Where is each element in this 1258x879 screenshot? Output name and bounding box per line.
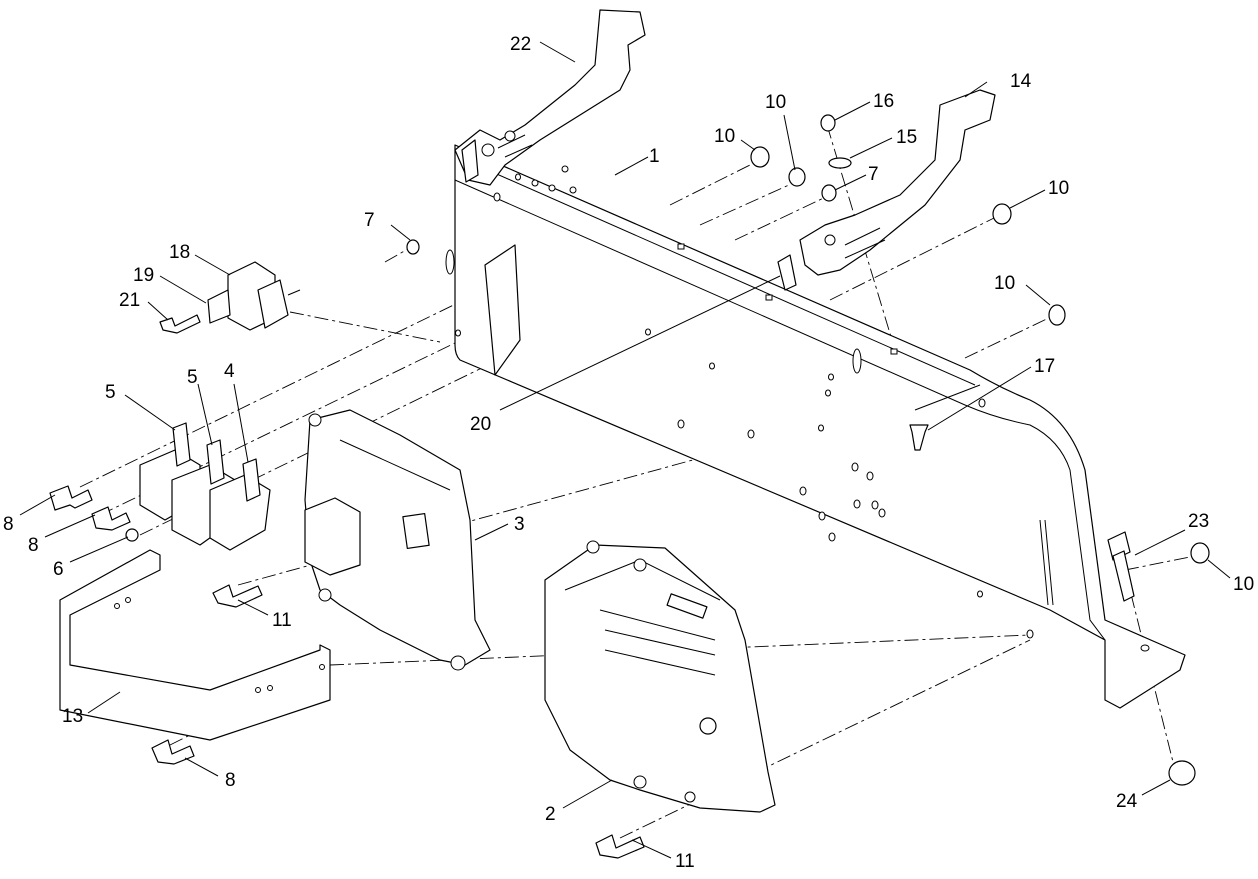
mounting-panel: [445, 144, 1186, 709]
callout-1: 1: [649, 146, 660, 167]
callout-labels: 22 1 10 10 16 15 7 14 10 7 18 19 21 10 1…: [3, 34, 1254, 872]
callout-8: 8: [28, 535, 39, 556]
callout-7: 7: [868, 164, 879, 185]
callout-10: 10: [714, 126, 735, 147]
callout-8: 8: [225, 770, 236, 791]
callout-8: 8: [3, 514, 14, 535]
relay-group: [139, 422, 271, 551]
fasteners: [49, 114, 1210, 859]
leader-lines: [19, 41, 1231, 859]
callout-16: 16: [873, 91, 894, 112]
callout-4: 4: [224, 361, 235, 382]
bracket-14: [799, 89, 996, 276]
switch-group: [207, 261, 301, 331]
callout-23: 23: [1188, 511, 1209, 532]
callout-3: 3: [514, 514, 525, 535]
callout-20: 20: [470, 414, 491, 435]
callout-24: 24: [1116, 791, 1138, 812]
callout-18: 18: [169, 242, 190, 263]
callout-2: 2: [545, 804, 556, 825]
callout-17: 17: [1034, 356, 1055, 377]
callout-10: 10: [1048, 178, 1069, 199]
callout-10: 10: [765, 92, 786, 113]
callout-10: 10: [994, 273, 1015, 294]
bracket-22: [454, 9, 646, 186]
callout-22: 22: [510, 34, 531, 55]
callout-6: 6: [53, 559, 64, 580]
controller-3: [304, 409, 491, 671]
callout-13: 13: [62, 706, 83, 727]
callout-7: 7: [364, 210, 375, 231]
callout-11: 11: [675, 851, 695, 872]
callout-11: 11: [272, 610, 292, 631]
bracket-13: [59, 549, 331, 741]
ecu-module-2: [544, 540, 776, 813]
callout-21: 21: [119, 290, 140, 311]
callout-14: 14: [1010, 71, 1032, 92]
callout-19: 19: [133, 265, 154, 286]
callout-15: 15: [896, 127, 917, 148]
callout-5: 5: [105, 382, 116, 403]
callout-10: 10: [1233, 574, 1254, 595]
callout-5: 5: [187, 367, 198, 388]
